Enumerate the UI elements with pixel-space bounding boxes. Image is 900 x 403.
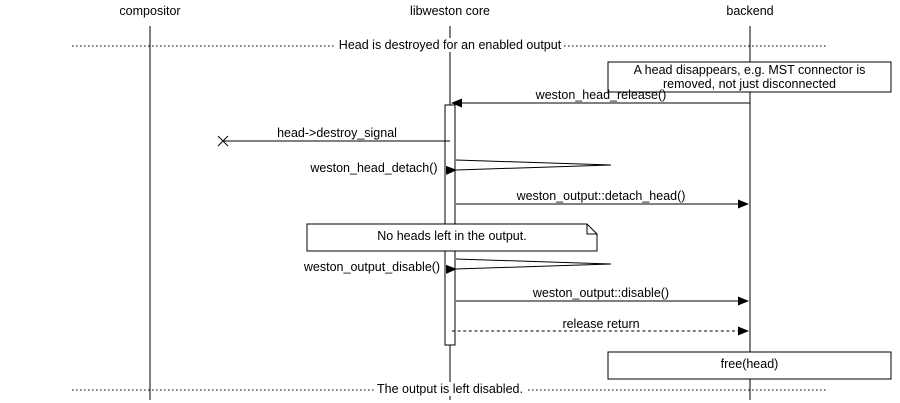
msg-weston-output-disable-call-label: weston_output_disable(): [303, 260, 441, 274]
note-head-disappears-body: [607, 61, 892, 93]
bottom-divider-label: The output is left disabled.: [374, 382, 526, 396]
note-no-heads-left-body: [306, 223, 598, 252]
top-divider-label: Head is destroyed for an enabled output: [335, 38, 565, 52]
msg-weston-output-detach-head-label: weston_output::detach_head(): [516, 189, 686, 203]
msg-release-return-label: release return: [562, 317, 640, 331]
msg-head-destroy-signal-lost-x-icon: [217, 135, 229, 147]
msg-head-destroy-signal-label: head->destroy_signal: [277, 126, 397, 140]
note-free-head-text: free(head): [720, 357, 779, 371]
msg-weston-head-detach-out: [455, 159, 612, 166]
note-no-heads-left-text: No heads left in the output.: [377, 229, 527, 243]
notes-group: [306, 61, 892, 380]
msg-weston-head-release-label: weston_head_release(): [535, 88, 667, 102]
messages-group: [217, 98, 750, 336]
note-head-disappears-text: A head disappears, e.g. MST connector is…: [633, 63, 866, 91]
participant-label-backend: backend: [726, 4, 774, 18]
note-free-head-body: [607, 351, 892, 380]
msg-weston-head-detach-label: weston_head_detach(): [310, 161, 438, 175]
msg-weston-output-disable-label: weston_output::disable(): [532, 286, 670, 300]
note-no-heads-left-fold-icon: [586, 224, 597, 235]
msg-weston-output-disable-call-back: [445, 263, 612, 274]
participant-label-compositor: compositor: [119, 4, 181, 18]
msg-weston-output-disable-call-out: [455, 258, 612, 265]
participant-label-libweston: libweston core: [410, 4, 490, 18]
msg-weston-head-detach-back: [445, 164, 612, 175]
